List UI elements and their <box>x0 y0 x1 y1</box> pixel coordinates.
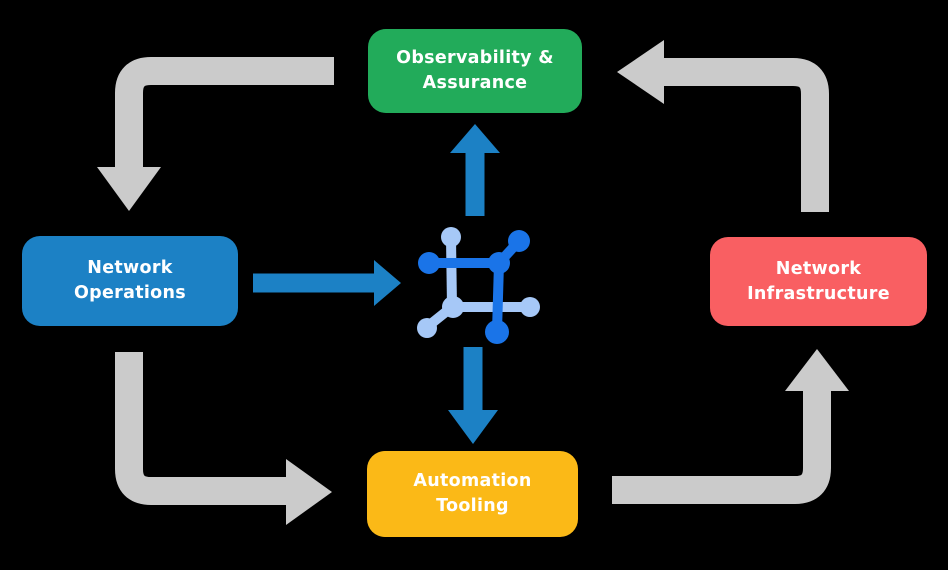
cycle-arrow-bottom-right-head <box>785 349 849 391</box>
blue-arrow-down <box>448 347 498 444</box>
blue-arrow-right-head <box>374 260 401 306</box>
network-automation-icon <box>417 227 540 344</box>
cycle-arrow-bottom-right-shaft <box>612 390 831 504</box>
node-network-operations: Network Operations <box>22 236 238 326</box>
cycle-arrow-bottom-left <box>115 352 332 525</box>
icon-top-right-dark-dot <box>508 230 530 252</box>
node-automation-tooling: Automation Tooling <box>367 451 578 537</box>
icon-bottom-dark-dot <box>485 320 509 344</box>
icon-left-edge <box>446 237 457 308</box>
cycle-arrow-top-right-shaft <box>663 58 829 212</box>
blue-arrow-right <box>253 260 401 306</box>
blue-arrow-up <box>450 124 500 216</box>
cycle-arrow-bottom-left-head <box>286 459 332 525</box>
node-observability-assurance: Observability & Assurance <box>368 29 582 113</box>
icon-right-edge <box>492 262 504 332</box>
cycle-arrow-top-left-shaft <box>115 57 334 168</box>
icon-right-light-dot <box>520 297 540 317</box>
cycle-arrow-bottom-left-shaft <box>115 352 287 505</box>
cycle-arrow-top-right-head <box>617 40 664 104</box>
blue-arrow-down-head <box>448 410 498 444</box>
icon-junction-dark-dot <box>488 252 510 274</box>
icon-corner-light-dot <box>442 296 464 318</box>
cycle-arrow-bottom-right <box>612 349 849 504</box>
icon-top-light-dot <box>441 227 461 247</box>
node-network-infrastructure: Network Infrastructure <box>710 237 927 326</box>
icon-diagonal-light-dot <box>417 318 437 338</box>
cycle-arrow-top-right <box>617 40 829 212</box>
cycle-arrow-top-left-head <box>97 167 161 211</box>
blue-arrow-up-head <box>450 124 500 153</box>
icon-left-dark-dot <box>418 252 440 274</box>
cycle-arrow-top-left <box>97 57 334 211</box>
